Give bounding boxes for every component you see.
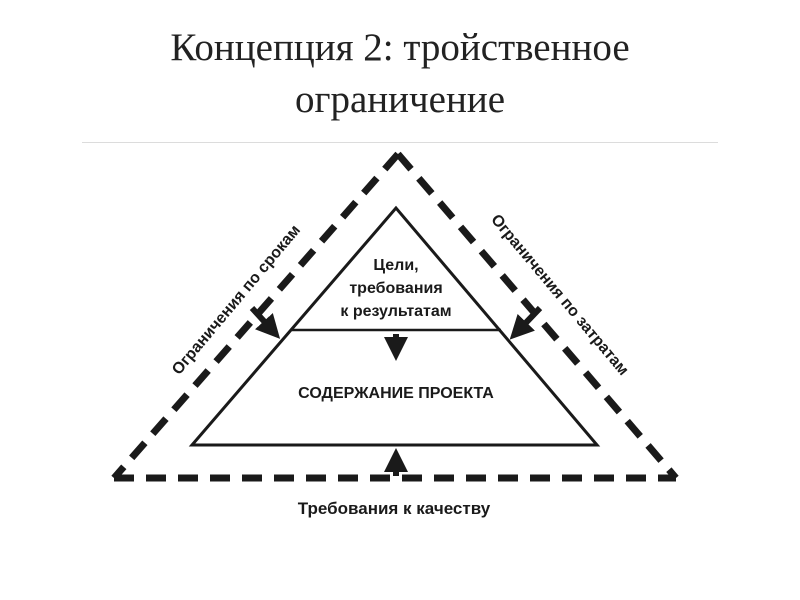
outer-left-edge	[111, 151, 401, 481]
top-section-label-line-1: Цели,	[373, 257, 418, 274]
right-side-label: Ограничения по затратам	[487, 211, 631, 378]
slide-title-line-2: ограничение	[294, 78, 506, 121]
left-side-label: Ограничения по срокам	[169, 222, 304, 378]
inner-triangle-outline	[188, 205, 601, 447]
left-constraint-arrow	[249, 305, 281, 339]
outer-dashed-triangle	[111, 151, 679, 482]
project-scope-label: СОДЕРЖАНИЕ ПРОЕКТА	[298, 385, 494, 402]
top-section-label-line-3: к результатам	[340, 303, 451, 320]
inner-triangle	[188, 205, 601, 447]
slide-title-line-1: Концепция 2: тройственное	[170, 26, 630, 69]
slide-title: Концепция 2: тройственное ограничение	[0, 22, 800, 126]
top-section-label-line-2: требования	[349, 280, 442, 297]
outer-right-edge	[395, 151, 679, 481]
title-divider	[82, 142, 718, 143]
right-constraint-arrow	[509, 305, 543, 340]
bottom-label: Требования к качеству	[298, 499, 491, 518]
